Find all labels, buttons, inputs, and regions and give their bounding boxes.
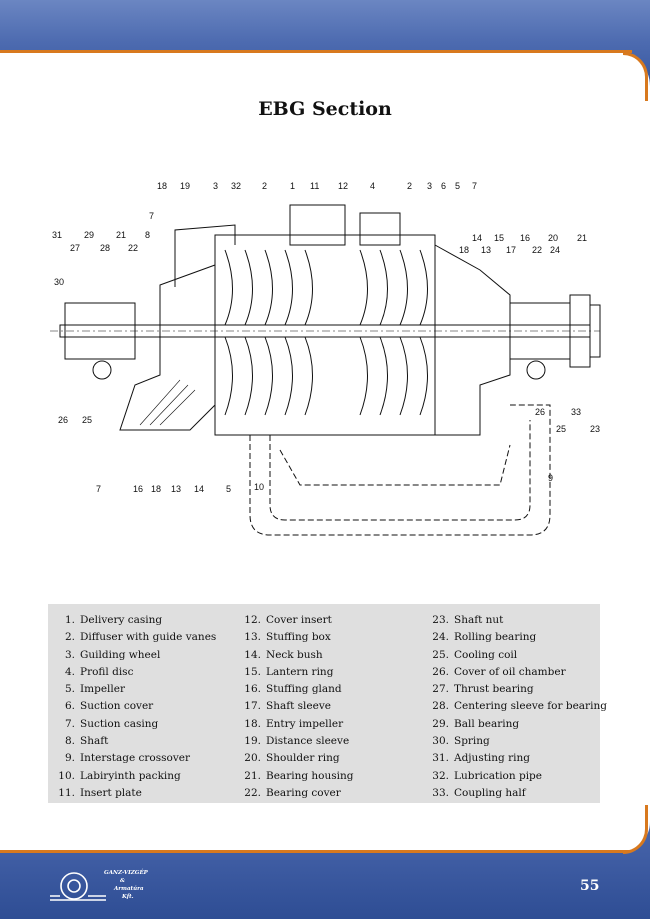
callout-label: 20 <box>548 233 558 243</box>
list-item: 17.Shaft sleeve <box>244 700 331 713</box>
list-item: 24.Rolling bearing <box>432 631 537 644</box>
callout-label: 15 <box>494 233 504 243</box>
callout-label: 18 <box>157 181 167 191</box>
callout-label: 25 <box>82 415 92 425</box>
callout-label: 23 <box>590 424 600 434</box>
svg-text:&: & <box>120 878 125 884</box>
list-item: 11.Insert plate <box>58 786 142 799</box>
list-item: 3.Guilding wheel <box>64 648 161 661</box>
callout-label: 5 <box>455 181 460 191</box>
callout-label: 7 <box>96 484 101 494</box>
callout-label: 13 <box>171 484 181 494</box>
callout-label: 28 <box>100 243 110 253</box>
list-item: 21.Bearing housing <box>244 769 354 782</box>
callout-label: 22 <box>128 243 138 253</box>
list-item: 18.Entry impeller <box>244 717 344 730</box>
parts-list: 1.Delivery casing 2.Diffuser with guide … <box>48 604 607 803</box>
callout-label: 30 <box>54 277 64 287</box>
callout-label: 27 <box>70 243 80 253</box>
callout-label: 21 <box>577 233 587 243</box>
callout-label: 3 <box>213 181 218 191</box>
page-edge-bottom <box>0 850 630 853</box>
list-item: 26.Cover of oil chamber <box>432 665 566 678</box>
svg-text:GANZ-VIZGÉP: GANZ-VIZGÉP <box>104 868 149 876</box>
callout-label: 16 <box>133 484 143 494</box>
list-item: 7.Suction casing <box>64 717 159 730</box>
callout-label: 26 <box>58 415 68 425</box>
list-item: 29.Ball bearing <box>432 717 520 730</box>
callout-label: 21 <box>116 230 126 240</box>
list-item: 8.Shaft <box>64 735 109 748</box>
svg-text:Kft.: Kft. <box>121 894 134 900</box>
parts-column-2: 12.Cover insert 13.Stuffing box 14.Neck … <box>240 612 353 802</box>
list-item: 13.Stuffing box <box>244 631 331 644</box>
callout-label: 4 <box>370 181 375 191</box>
callout-label: 22 <box>532 245 542 255</box>
list-item: 15.Lantern ring <box>244 665 334 678</box>
callout-label: 25 <box>556 424 566 434</box>
callout-label: 19 <box>180 181 190 191</box>
callout-label: 6 <box>441 181 446 191</box>
list-item: 14.Neck bush <box>244 648 323 661</box>
list-item: 12.Cover insert <box>244 614 332 626</box>
list-item: 20.Shoulder ring <box>244 752 340 765</box>
callout-label: 14 <box>472 233 482 243</box>
callout-label: 2 <box>407 181 412 191</box>
callout-label: 2 <box>262 181 267 191</box>
callout-label: 7 <box>149 211 154 221</box>
parts-column-3: 23.Shaft nut 24.Rolling bearing 25.Cooli… <box>428 612 607 802</box>
list-item: 22.Bearing cover <box>244 786 341 799</box>
svg-text:Armatúra: Armatúra <box>113 885 144 892</box>
page-edge-top <box>0 50 632 53</box>
list-item: 5.Impeller <box>64 683 125 696</box>
list-item: 4.Profil disc <box>64 665 134 678</box>
callout-label: 26 <box>535 407 545 417</box>
callout-label: 9 <box>548 473 553 483</box>
callout-label: 18 <box>151 484 161 494</box>
list-item: 27.Thrust bearing <box>432 683 534 696</box>
list-item: 33.Coupling half <box>432 786 526 799</box>
list-item: 30.Spring <box>432 735 490 748</box>
callout-label: 29 <box>84 230 94 240</box>
list-item: 32.Lubrication pipe <box>432 769 542 782</box>
list-item: 28.Centering sleeve for bearing <box>432 700 607 713</box>
callout-label: 5 <box>226 484 231 494</box>
callout-label: 16 <box>520 233 530 243</box>
callout-label: 31 <box>52 230 62 240</box>
callout-label: 24 <box>550 245 560 255</box>
list-item: 6.Suction cover <box>64 700 154 713</box>
list-item: 10.Labiryinth packing <box>58 769 181 782</box>
callout-label: 11 <box>310 181 319 191</box>
callout-label: 32 <box>231 181 241 191</box>
callout-label: 17 <box>506 245 516 255</box>
callout-label: 8 <box>145 230 150 240</box>
callout-label: 10 <box>254 482 264 492</box>
list-item: 16.Stuffing gland <box>244 683 342 696</box>
callout-label: 18 <box>459 245 469 255</box>
callout-label: 33 <box>571 407 581 417</box>
list-item: 1.Delivery casing <box>64 614 163 626</box>
list-item: 19.Distance sleeve <box>244 735 350 748</box>
list-item: 2.Diffuser with guide vanes <box>64 631 217 644</box>
list-item: 25.Cooling coil <box>432 648 518 661</box>
parts-column-1: 1.Delivery casing 2.Diffuser with guide … <box>54 612 216 802</box>
company-logo: GANZ-VIZGÉP & Armatúra Kft. <box>50 868 149 901</box>
callout-label: 1 <box>290 181 295 191</box>
callout-label: 3 <box>427 181 432 191</box>
list-item: 23.Shaft nut <box>432 614 504 626</box>
callout-label: 14 <box>194 484 204 494</box>
callout-label: 13 <box>481 245 491 255</box>
callout-label: 12 <box>338 181 348 191</box>
callout-label: 7 <box>472 181 477 191</box>
page-title: EBG Section <box>258 98 392 120</box>
page-number: 55 <box>580 878 600 894</box>
list-item: 9.Interstage crossover <box>64 752 190 765</box>
list-item: 31.Adjusting ring <box>432 752 530 765</box>
